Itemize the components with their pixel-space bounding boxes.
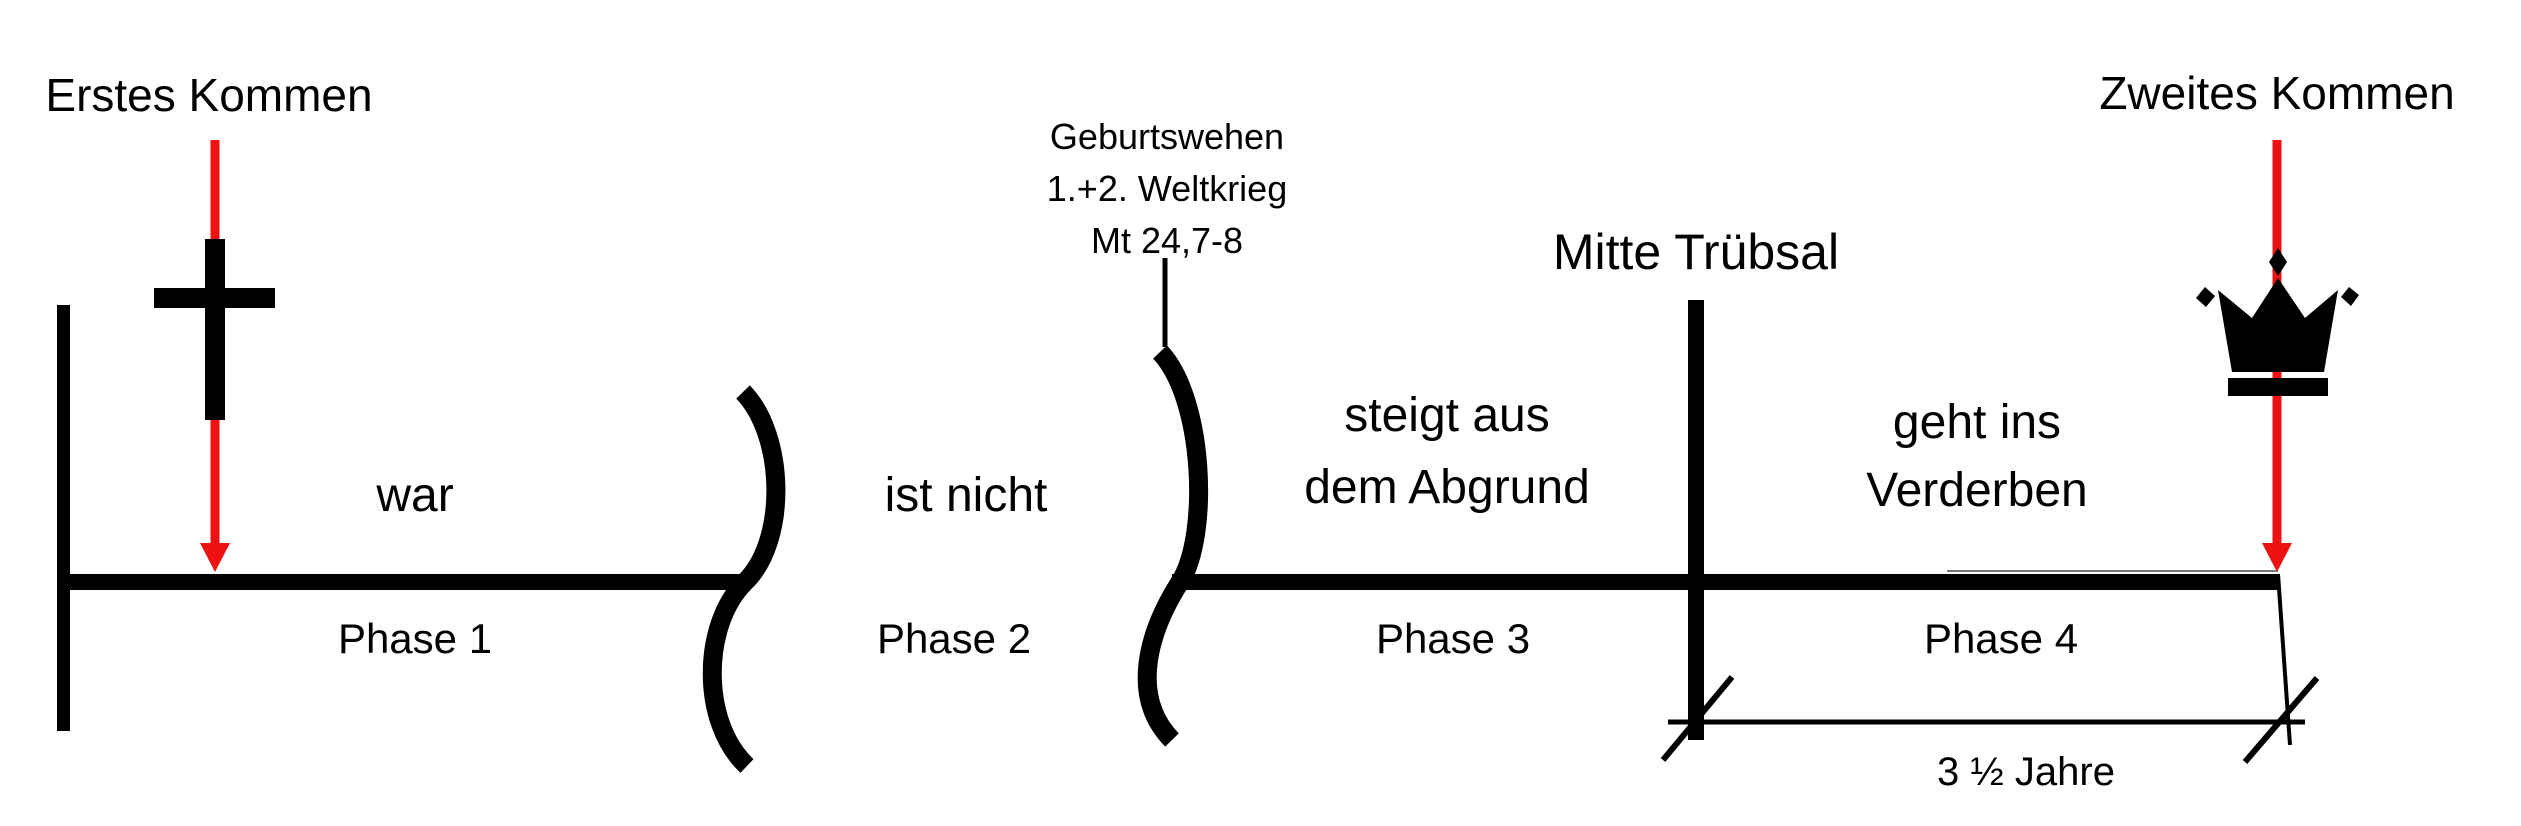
phase4-caption-line1: geht ins xyxy=(1892,396,2062,449)
phase4-caption-line2: Verderben xyxy=(1866,464,2088,517)
phase1-caption: war xyxy=(376,469,454,522)
first-coming-arrowhead xyxy=(200,543,230,572)
phase3-label: Phase 3 xyxy=(1375,615,1531,662)
phase4-label: Phase 4 xyxy=(1923,615,2079,662)
first-coming-title: Erstes Kommen xyxy=(45,69,373,121)
dimension-slash-right xyxy=(2242,676,2320,764)
timeline-start-bar xyxy=(57,305,70,731)
latin-cross-icon xyxy=(154,239,275,420)
timeline-break-squiggle-2 xyxy=(1137,345,1209,747)
timeline-break-squiggle-1 xyxy=(702,385,786,773)
phase1-label: Phase 1 xyxy=(337,615,493,662)
phase4-caption: geht ins Verderben xyxy=(1866,389,2088,525)
annotation-line-1: Geburtswehen xyxy=(1049,116,1285,157)
birth-pains-annotation: Geburtswehen 1.+2. Weltkrieg Mt 24,7-8 xyxy=(1047,111,1287,267)
second-coming-title: Zweites Kommen xyxy=(2099,67,2455,119)
timeline-end-slant-line xyxy=(2276,573,2292,746)
duration-label: 3 ½ Jahre xyxy=(1937,750,2115,794)
timeline-segment-phase3-4 xyxy=(1172,574,2278,590)
dimension-slash-left xyxy=(1660,675,1735,762)
phase2-label: Phase 2 xyxy=(876,615,1032,662)
phase3-caption: steigt aus dem Abgrund xyxy=(1304,380,1590,524)
phase3-caption-line1: steigt aus xyxy=(1344,389,1550,442)
mid-tribulation-label: Mitte Trübsal xyxy=(1552,224,1840,280)
duration-dimension-line xyxy=(1660,675,2320,764)
mid-tribulation-divider-bar xyxy=(1688,300,1704,740)
phase3-caption-line2: dem Abgrund xyxy=(1304,461,1590,514)
crown-icon xyxy=(2196,248,2359,396)
phase2-caption: ist nicht xyxy=(884,469,1048,522)
second-coming-arrowhead xyxy=(2262,543,2292,572)
annotation-line-3: Mt 24,7-8 xyxy=(1090,220,1244,261)
annotation-line-2: 1.+2. Weltkrieg xyxy=(1046,168,1288,209)
timeline-segment-phase1 xyxy=(57,574,745,590)
